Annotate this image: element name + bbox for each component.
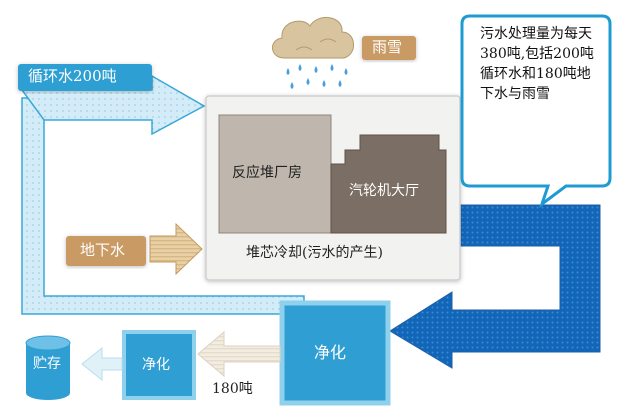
reactor-building-label: 反应堆厂房 bbox=[232, 165, 302, 181]
amount-180-label: 180吨 bbox=[212, 381, 253, 397]
storage-tank-icon bbox=[25, 335, 71, 400]
plant-box bbox=[205, 95, 461, 281]
purify-small-box bbox=[122, 330, 196, 400]
sewage-pipe bbox=[389, 204, 601, 369]
turbine-hall-label: 汽轮机大厅 bbox=[349, 183, 419, 199]
groundwater-label-box bbox=[66, 236, 146, 266]
note-callout bbox=[460, 14, 612, 209]
note-text: 污水处理量为每天380吨,包括200吨循环水和180吨地下水与雨雪 bbox=[480, 26, 594, 102]
purify-large-label: 净化 bbox=[314, 343, 347, 362]
flow-arrow-180 bbox=[197, 330, 281, 378]
recycle-water-label-box bbox=[18, 64, 152, 91]
purify-large-box bbox=[279, 300, 391, 406]
recycle-water-label: 循环水200吨 bbox=[28, 67, 117, 85]
flow-arrow-storage bbox=[81, 346, 123, 382]
core-cooling-label: 堆芯冷却(污水的产生) bbox=[246, 245, 383, 261]
purify-small-label: 净化 bbox=[142, 357, 170, 373]
groundwater-label: 地下水 bbox=[80, 241, 126, 259]
cloud-rain-icon bbox=[272, 17, 354, 89]
rain-snow-label: 雨雪 bbox=[372, 38, 403, 56]
storage-label: 贮存 bbox=[33, 356, 61, 372]
groundwater-arrow bbox=[149, 222, 203, 276]
rain-snow-label-box bbox=[362, 36, 416, 60]
